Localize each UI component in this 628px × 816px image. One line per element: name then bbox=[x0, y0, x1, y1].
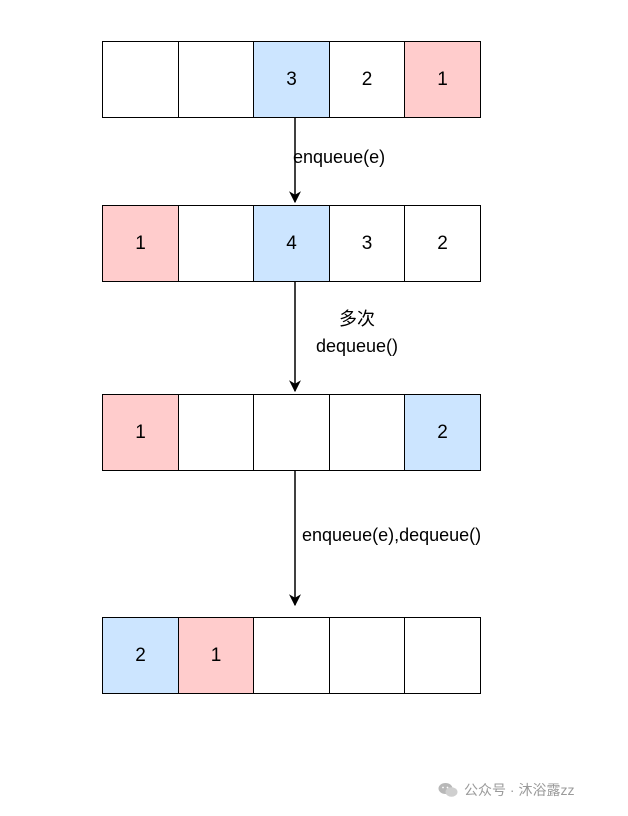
wechat-icon bbox=[438, 783, 458, 797]
queue-cell bbox=[177, 205, 255, 282]
queue-cell bbox=[328, 394, 406, 471]
arrow-label-enqueue-dequeue: enqueue(e),dequeue() bbox=[302, 525, 482, 545]
queue-cell: 2 bbox=[404, 394, 481, 471]
queue-cell: 1 bbox=[177, 617, 255, 694]
queue-state-2: 1 4 3 2 bbox=[102, 205, 481, 282]
queue-cell: 2 bbox=[102, 617, 179, 694]
queue-state-4: 2 1 bbox=[102, 617, 481, 694]
watermark-text: 公众号 · 沐浴露zz bbox=[464, 782, 575, 798]
queue-cell: 4 bbox=[253, 205, 330, 282]
watermark: 公众号 · 沐浴露zz bbox=[438, 780, 574, 800]
arrow-label-dequeue: dequeue() bbox=[315, 336, 399, 356]
queue-cell bbox=[328, 617, 406, 694]
queue-cell bbox=[253, 617, 330, 694]
queue-cell: 2 bbox=[328, 41, 406, 118]
queue-cell bbox=[102, 41, 179, 118]
queue-cell: 1 bbox=[102, 394, 179, 471]
queue-state-1: 3 2 1 bbox=[102, 41, 481, 118]
arrow-label-enqueue: enqueue(e) bbox=[293, 147, 386, 167]
queue-cell bbox=[404, 617, 481, 694]
queue-cell: 3 bbox=[253, 41, 330, 118]
queue-cell: 3 bbox=[328, 205, 406, 282]
queue-state-3: 1 2 bbox=[102, 394, 481, 471]
queue-cell bbox=[177, 41, 255, 118]
queue-cell bbox=[177, 394, 255, 471]
arrow-label-multi: 多次 bbox=[339, 309, 375, 329]
queue-cell: 2 bbox=[404, 205, 481, 282]
queue-cell: 1 bbox=[404, 41, 481, 118]
